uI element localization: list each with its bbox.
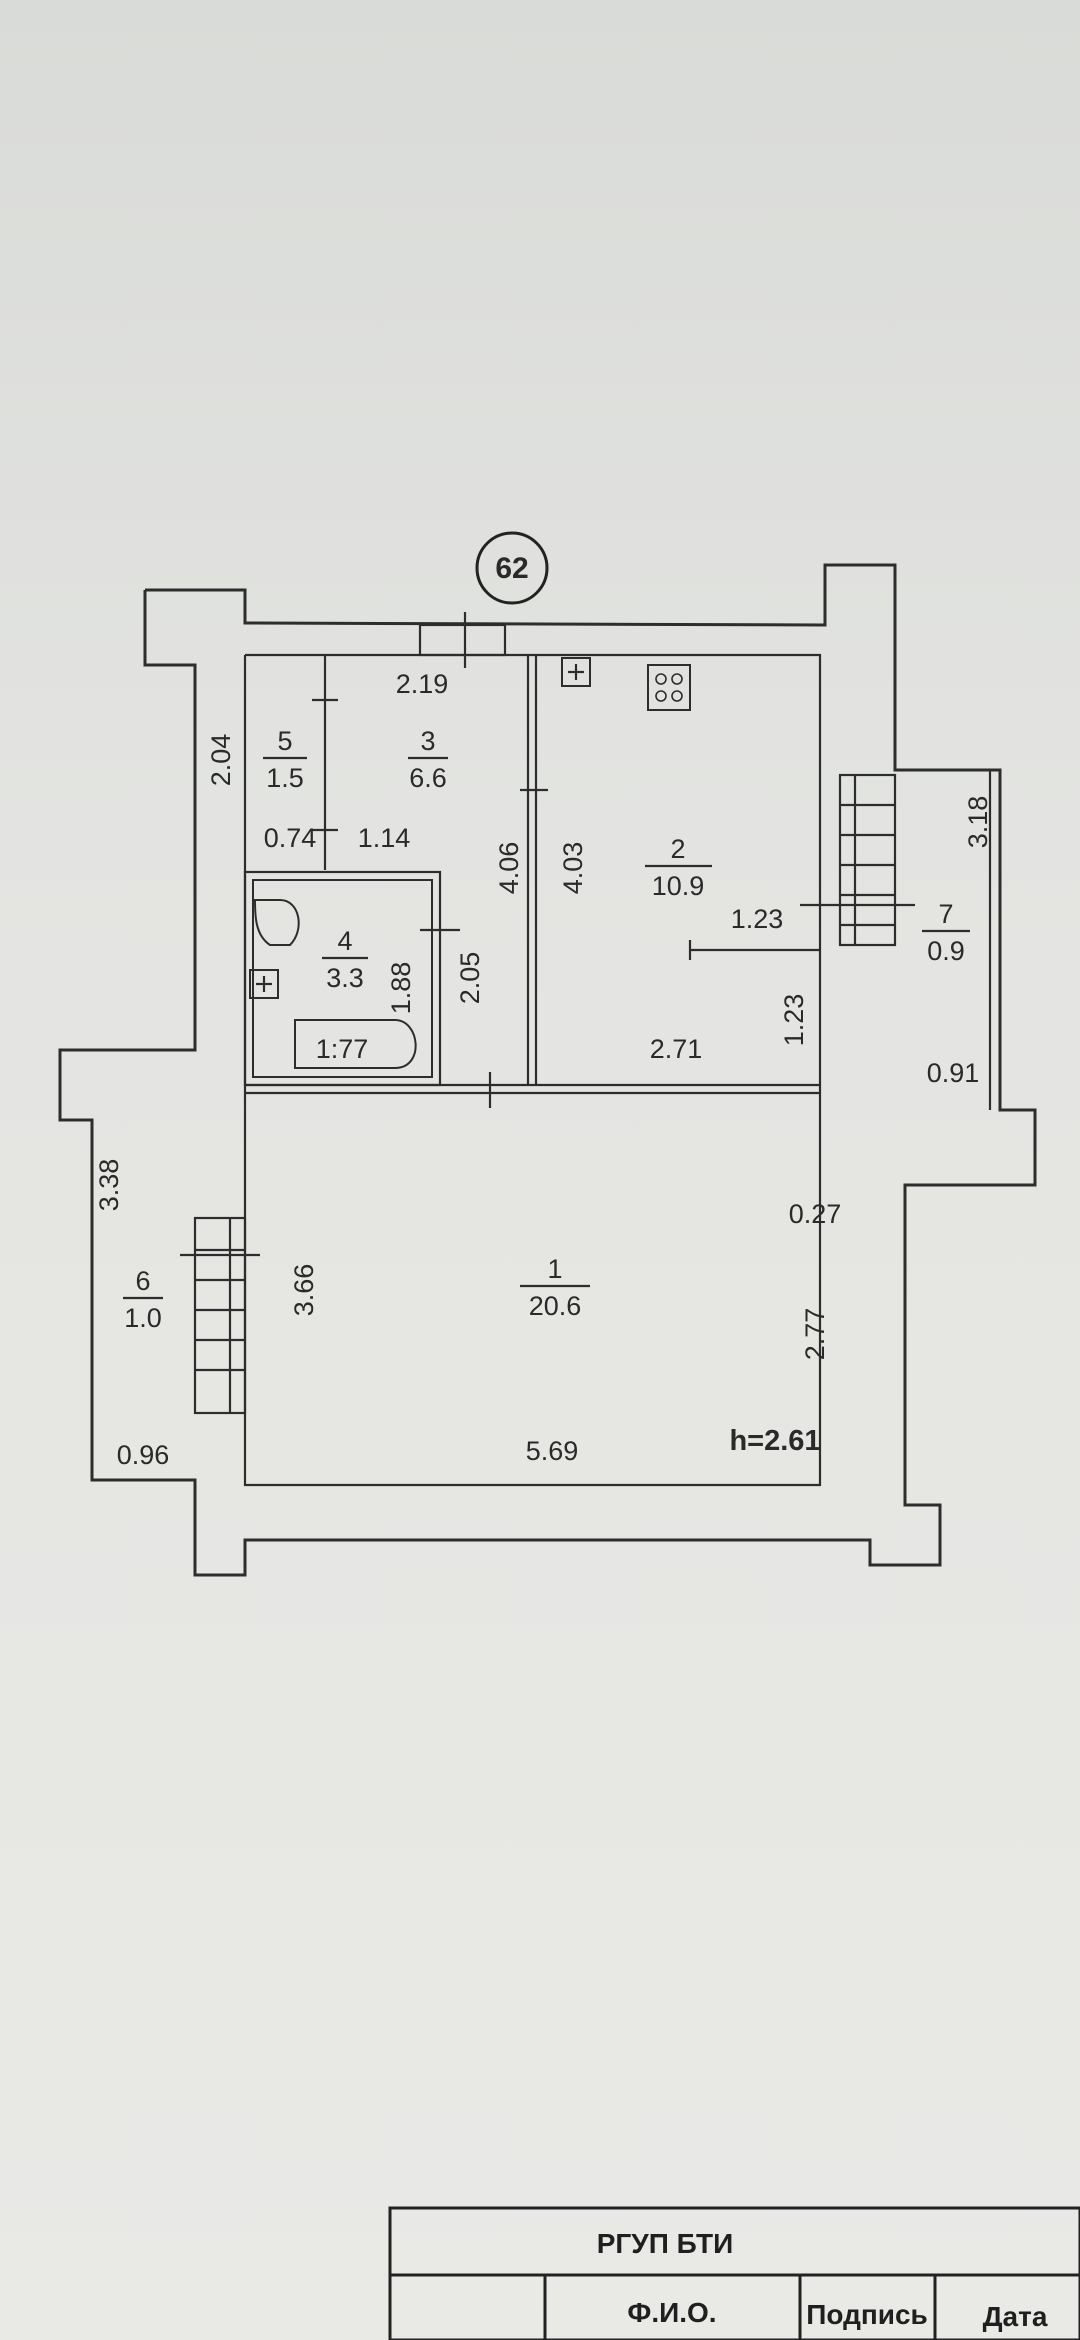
dim-5-69: 5.69 [526, 1436, 579, 1466]
dim-2-04: 2.04 [206, 734, 236, 787]
room-3-label: 3 6.6 [408, 726, 448, 793]
svg-text:20.6: 20.6 [529, 1291, 582, 1321]
dim-3-18: 3.18 [963, 796, 993, 849]
ceiling-height: h=2.61 [729, 1425, 820, 1457]
svg-text:7: 7 [938, 899, 953, 929]
room-6-label: 6 1.0 [123, 1266, 163, 1333]
dim-1-77: 1:77 [316, 1034, 369, 1064]
room-5-label: 5 1.5 [263, 726, 307, 793]
dim-2-05: 2.05 [455, 952, 485, 1005]
room-4-label: 4 3.3 [322, 926, 368, 993]
svg-text:10.9: 10.9 [652, 871, 705, 901]
room-2-label: 2 10.9 [645, 834, 712, 901]
dim-4-03: 4.03 [558, 842, 588, 895]
svg-text:3: 3 [420, 726, 435, 756]
svg-text:0.9: 0.9 [927, 936, 965, 966]
svg-text:6: 6 [135, 1266, 150, 1296]
svg-text:5: 5 [277, 726, 292, 756]
dim-3-38: 3.38 [94, 1159, 124, 1212]
dim-4-06: 4.06 [494, 842, 524, 895]
fixtures [249, 657, 691, 1069]
dim-0-27: 0.27 [789, 1199, 842, 1229]
svg-text:1.0: 1.0 [124, 1303, 162, 1333]
svg-text:2: 2 [670, 834, 685, 864]
room-1-label: 1 20.6 [520, 1254, 590, 1321]
plan-marker-text: 62 [495, 552, 528, 585]
dim-1-88: 1.88 [386, 962, 416, 1015]
dim-2-71: 2.71 [650, 1034, 703, 1064]
stamp-col-name: Ф.И.О. [627, 2297, 716, 2328]
stairs-west [180, 1216, 260, 1415]
svg-text:1.5: 1.5 [266, 763, 304, 793]
stamp-col-signature: Подпись [806, 2299, 928, 2330]
dim-2-77: 2.77 [800, 1308, 830, 1361]
title-block: РГУП БТИ Ф.И.О. Подпись Дата [388, 2206, 1080, 2340]
svg-text:6.6: 6.6 [409, 763, 447, 793]
dim-1-23-horizontal: 1.23 [731, 904, 784, 934]
dim-1-14: 1.14 [358, 823, 411, 853]
dim-0-91: 0.91 [927, 1058, 980, 1088]
dim-0-74: 0.74 [264, 823, 317, 853]
svg-text:1: 1 [547, 1254, 562, 1284]
plan-marker: 62 [475, 531, 549, 605]
dim-3-66: 3.66 [289, 1264, 319, 1317]
room-7-label: 7 0.9 [922, 899, 970, 966]
stamp-org: РГУП БТИ [597, 2228, 734, 2259]
outer-walls [58, 563, 1037, 1577]
dim-0-96: 0.96 [117, 1440, 170, 1470]
dim-1-23-vertical: 1.23 [779, 994, 809, 1047]
room-labels: 1 20.6 2 10.9 3 6.6 4 3.3 5 1.5 6 1.0 [123, 726, 970, 1333]
stairs-east [838, 773, 897, 947]
dim-2-19: 2.19 [396, 669, 449, 699]
partitions [243, 612, 915, 1108]
svg-text:4: 4 [337, 926, 352, 956]
svg-text:3.3: 3.3 [326, 963, 364, 993]
dimension-labels: 2.19 2.04 0.74 1.14 4.06 4.03 1.88 2.05 … [94, 669, 993, 1470]
stamp-col-date: Дата [983, 2301, 1048, 2332]
